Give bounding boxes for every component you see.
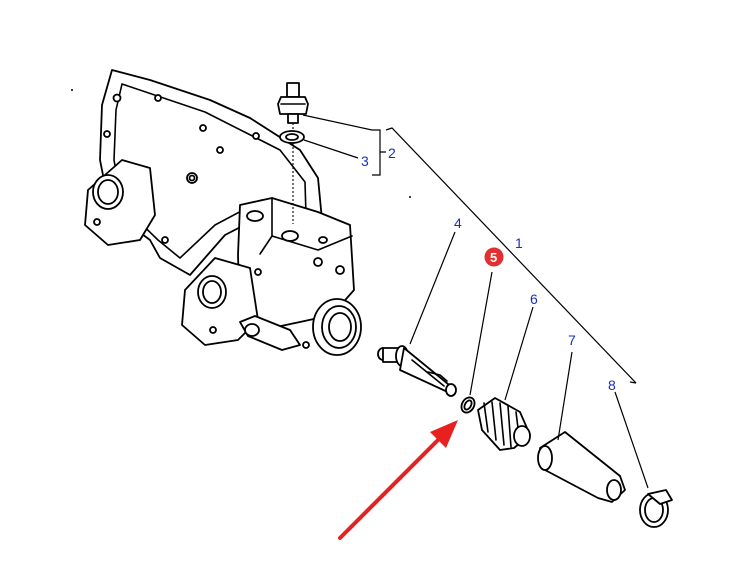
valve-housing [84, 69, 362, 356]
leader-lines [302, 114, 649, 489]
spool-bolt-part [377, 345, 457, 397]
sealing-washer-part [279, 130, 305, 144]
callout-3: 3 [361, 153, 369, 169]
callout-5: 5 [490, 250, 497, 265]
tapered-cover-part [537, 431, 626, 503]
callout-2: 2 [388, 145, 396, 161]
highlight-badge [484, 247, 504, 267]
o-ring-part [460, 396, 476, 414]
dust-boot-part [477, 397, 531, 451]
callout-4: 4 [454, 215, 462, 231]
callout-7: 7 [568, 332, 576, 348]
callout-8: 8 [608, 377, 616, 393]
red-pointer-arrow [338, 420, 458, 540]
highlighted-callout-5: 5 [484, 247, 504, 267]
callout-6: 6 [530, 291, 538, 307]
hose-clamp-part [639, 489, 673, 528]
callout-1: 1 [515, 235, 523, 251]
